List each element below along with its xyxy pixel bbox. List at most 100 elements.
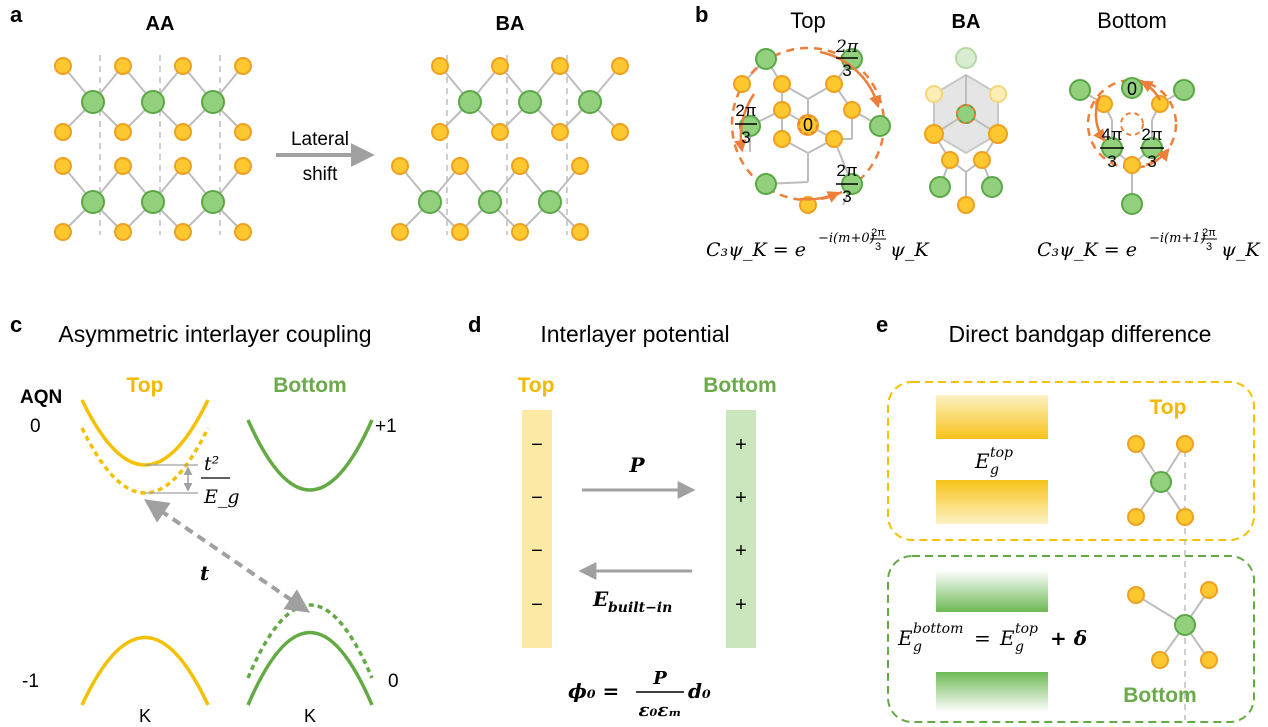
bottom-valence-band-shifted bbox=[246, 603, 374, 679]
svg-text:−: − bbox=[531, 540, 543, 562]
aa-bottom-chalcogen-atom bbox=[234, 157, 252, 175]
aa-bottom-chalcogen-atom bbox=[174, 223, 192, 241]
ba-top-chalcogen-atom bbox=[431, 57, 449, 75]
aa-bottom-metal-atom bbox=[81, 190, 105, 214]
aa-top-metal-atom bbox=[201, 90, 225, 114]
svg-text:g: g bbox=[1015, 639, 1024, 655]
ba-top-metal-atom bbox=[518, 90, 542, 114]
bottom-valence-band bbox=[246, 630, 374, 706]
k-label-left: K bbox=[139, 706, 151, 726]
svg-text:g: g bbox=[990, 462, 999, 478]
formula-bottom-exp: −i(m+1) bbox=[1149, 231, 1206, 246]
bottom-2pi-den: 3 bbox=[1147, 152, 1156, 171]
top-atoms bbox=[733, 48, 891, 214]
bottom-center-marker bbox=[1120, 112, 1144, 136]
phi-num: P bbox=[652, 668, 667, 689]
top-phase-den-3: 3 bbox=[842, 187, 851, 206]
panel-label-a: a bbox=[10, 2, 23, 27]
aa-top-chalcogen-atom bbox=[234, 123, 252, 141]
bottom-label-d: Bottom bbox=[703, 374, 776, 397]
ba-top-metal-atom bbox=[578, 90, 602, 114]
ba-bottom-metal-atom bbox=[418, 190, 442, 214]
svg-text:top: top bbox=[990, 445, 1013, 461]
title-e: Direct bandgap difference bbox=[949, 321, 1212, 347]
title-d: Interlayer potential bbox=[540, 321, 729, 347]
top-phase-den-1: 3 bbox=[842, 61, 851, 80]
top-label-d: Top bbox=[518, 374, 555, 397]
bottom-vb-block bbox=[936, 672, 1048, 712]
top-zero-label: 0 bbox=[803, 115, 813, 135]
title-ba: BA bbox=[496, 13, 525, 35]
top-layer-box bbox=[887, 381, 1255, 541]
ba-bottom-chalcogen-atom bbox=[391, 223, 409, 241]
svg-text:bottom: bottom bbox=[913, 621, 963, 637]
bottom-label-e: Bottom bbox=[1123, 684, 1196, 707]
formula-top-rhs: ψ_K bbox=[890, 239, 930, 261]
svg-text:top: top bbox=[1015, 621, 1038, 637]
panel-e: e Direct bandgap difference Top Bottom E… bbox=[876, 312, 1255, 723]
aqn-bottom-vb: 0 bbox=[388, 671, 399, 692]
potential-formula: ϕ₀ = P ε₀εₘ d₀ bbox=[568, 668, 711, 721]
field-label: E bbox=[592, 587, 609, 611]
bottom-zero-label: 0 bbox=[1127, 79, 1137, 99]
phi-rhs: d₀ bbox=[688, 679, 711, 703]
bottom-cb-block bbox=[936, 570, 1048, 612]
k-label-right: K bbox=[304, 706, 316, 726]
ba-top-chalcogen-atom bbox=[491, 57, 509, 75]
bottom-orbit-circle bbox=[1086, 78, 1178, 170]
ba-stack-diagram bbox=[924, 47, 1008, 214]
lattice-aa bbox=[54, 55, 252, 241]
lattice-ba bbox=[391, 55, 629, 241]
formula-top: C₃ψ_K = e −i(m+0) 2π 3 ψ_K bbox=[706, 227, 930, 261]
ba-top-chalcogen-atom bbox=[491, 123, 509, 141]
phi-den: ε₀εₘ bbox=[639, 700, 682, 721]
title-aa: AA bbox=[146, 13, 175, 35]
ba-bottom-metal-atom bbox=[538, 190, 562, 214]
bottom-layer-bar bbox=[726, 410, 756, 648]
aa-top-metal-atom bbox=[81, 90, 105, 114]
svg-text:−: − bbox=[531, 594, 543, 616]
aa-top-chalcogen-atom bbox=[114, 57, 132, 75]
panel-label-e: e bbox=[876, 312, 888, 337]
polarization-label: P bbox=[628, 453, 645, 477]
top-rotation-arrow-3 bbox=[799, 191, 841, 203]
svg-text:+ δ: + δ bbox=[1050, 626, 1087, 650]
aqn-label: AQN bbox=[20, 387, 62, 408]
title-top: Top bbox=[790, 8, 825, 33]
bottom-label-c: Bottom bbox=[273, 374, 346, 397]
panel-c: c Asymmetric interlayer coupling AQN Top… bbox=[10, 312, 399, 726]
coupling-label: t bbox=[200, 561, 210, 585]
formula-bottom-frac-num: 2π bbox=[1202, 227, 1216, 239]
svg-text:E: E bbox=[974, 449, 990, 473]
ba-bottom-chalcogen-atom bbox=[451, 223, 469, 241]
formula-top-lhs: C₃ψ_K = e bbox=[706, 239, 806, 261]
top-vb-block bbox=[936, 480, 1048, 524]
aa-top-chalcogen-atom bbox=[114, 123, 132, 141]
svg-text:+: + bbox=[735, 540, 747, 562]
coupling-arrow bbox=[144, 499, 310, 613]
top-label-c: Top bbox=[127, 374, 164, 397]
bottom-4pi-num: 4π bbox=[1101, 125, 1122, 144]
svg-text:+: + bbox=[735, 594, 747, 616]
ba-bottom-chalcogen-atom bbox=[511, 223, 529, 241]
arrow-label-lateral: Lateral bbox=[291, 129, 349, 150]
bottom-rotation-arrow-3 bbox=[1145, 148, 1170, 167]
top-phase-den-2: 3 bbox=[741, 128, 750, 147]
top-layer-bar bbox=[522, 410, 552, 648]
aqn-top-vb: -1 bbox=[22, 671, 39, 692]
svg-text:E: E bbox=[897, 626, 913, 650]
shift-num: t² bbox=[204, 453, 219, 475]
top-conduction-band bbox=[80, 399, 210, 467]
panel-label-d: d bbox=[468, 312, 481, 337]
top-phase-num-1: 2π bbox=[835, 37, 859, 57]
bottom-rotation-arrow-2 bbox=[1093, 95, 1106, 143]
aa-bottom-metal-atom bbox=[141, 190, 165, 214]
bottom-rotation-arrow-1 bbox=[1139, 80, 1162, 101]
bottom-monolayer-structure bbox=[1127, 581, 1218, 669]
svg-text:E: E bbox=[999, 626, 1015, 650]
ba-bottom-chalcogen-atom bbox=[571, 157, 589, 175]
panel-d: d Interlayer potential Top Bottom − − − … bbox=[468, 312, 777, 721]
panel-label-b: b bbox=[695, 2, 708, 27]
formula-top-frac-num: 2π bbox=[871, 227, 885, 239]
